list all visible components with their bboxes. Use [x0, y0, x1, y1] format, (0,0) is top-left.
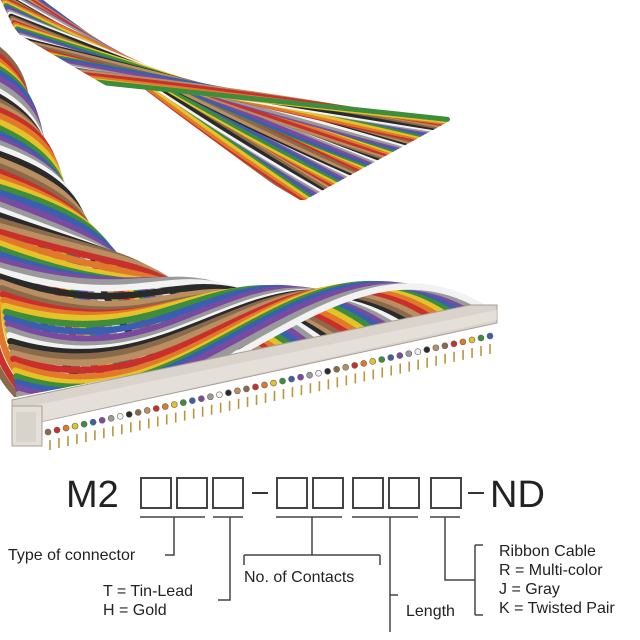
- connector-body: [11, 304, 498, 447]
- type-of-connector-label: Type of connector: [8, 547, 136, 564]
- no-of-contacts-label: No. of Contacts: [244, 569, 355, 586]
- separator-dash-1: [252, 492, 268, 494]
- contacts-box-1: [276, 477, 308, 509]
- lower-ribbon-cable: [0, 35, 495, 400]
- connector-type-box-1: [140, 477, 172, 509]
- cable-type-box: [430, 477, 462, 509]
- finish-box: [212, 477, 244, 509]
- upper-ribbon-cable: [0, 0, 450, 200]
- connector-contacts: [44, 332, 494, 436]
- length-box-2: [388, 477, 420, 509]
- connector-type-box-2: [176, 477, 208, 509]
- connector-pins: [49, 344, 491, 450]
- part-prefix: M2: [66, 474, 119, 516]
- length-box-1: [352, 477, 384, 509]
- finish-gold-label: H = Gold: [103, 602, 167, 619]
- finish-tin-lead-label: T = Tin-Lead: [103, 583, 193, 600]
- length-label: Length: [406, 603, 455, 620]
- separator-dash-2: [468, 492, 484, 494]
- contacts-box-2: [312, 477, 344, 509]
- gray-label: J = Gray: [499, 581, 560, 598]
- twisted-pair-label: K = Twisted Pair: [499, 600, 615, 617]
- ribbon-cable-label: Ribbon Cable: [499, 543, 596, 560]
- multi-color-label: R = Multi-color: [499, 562, 603, 579]
- part-suffix: ND: [490, 474, 545, 516]
